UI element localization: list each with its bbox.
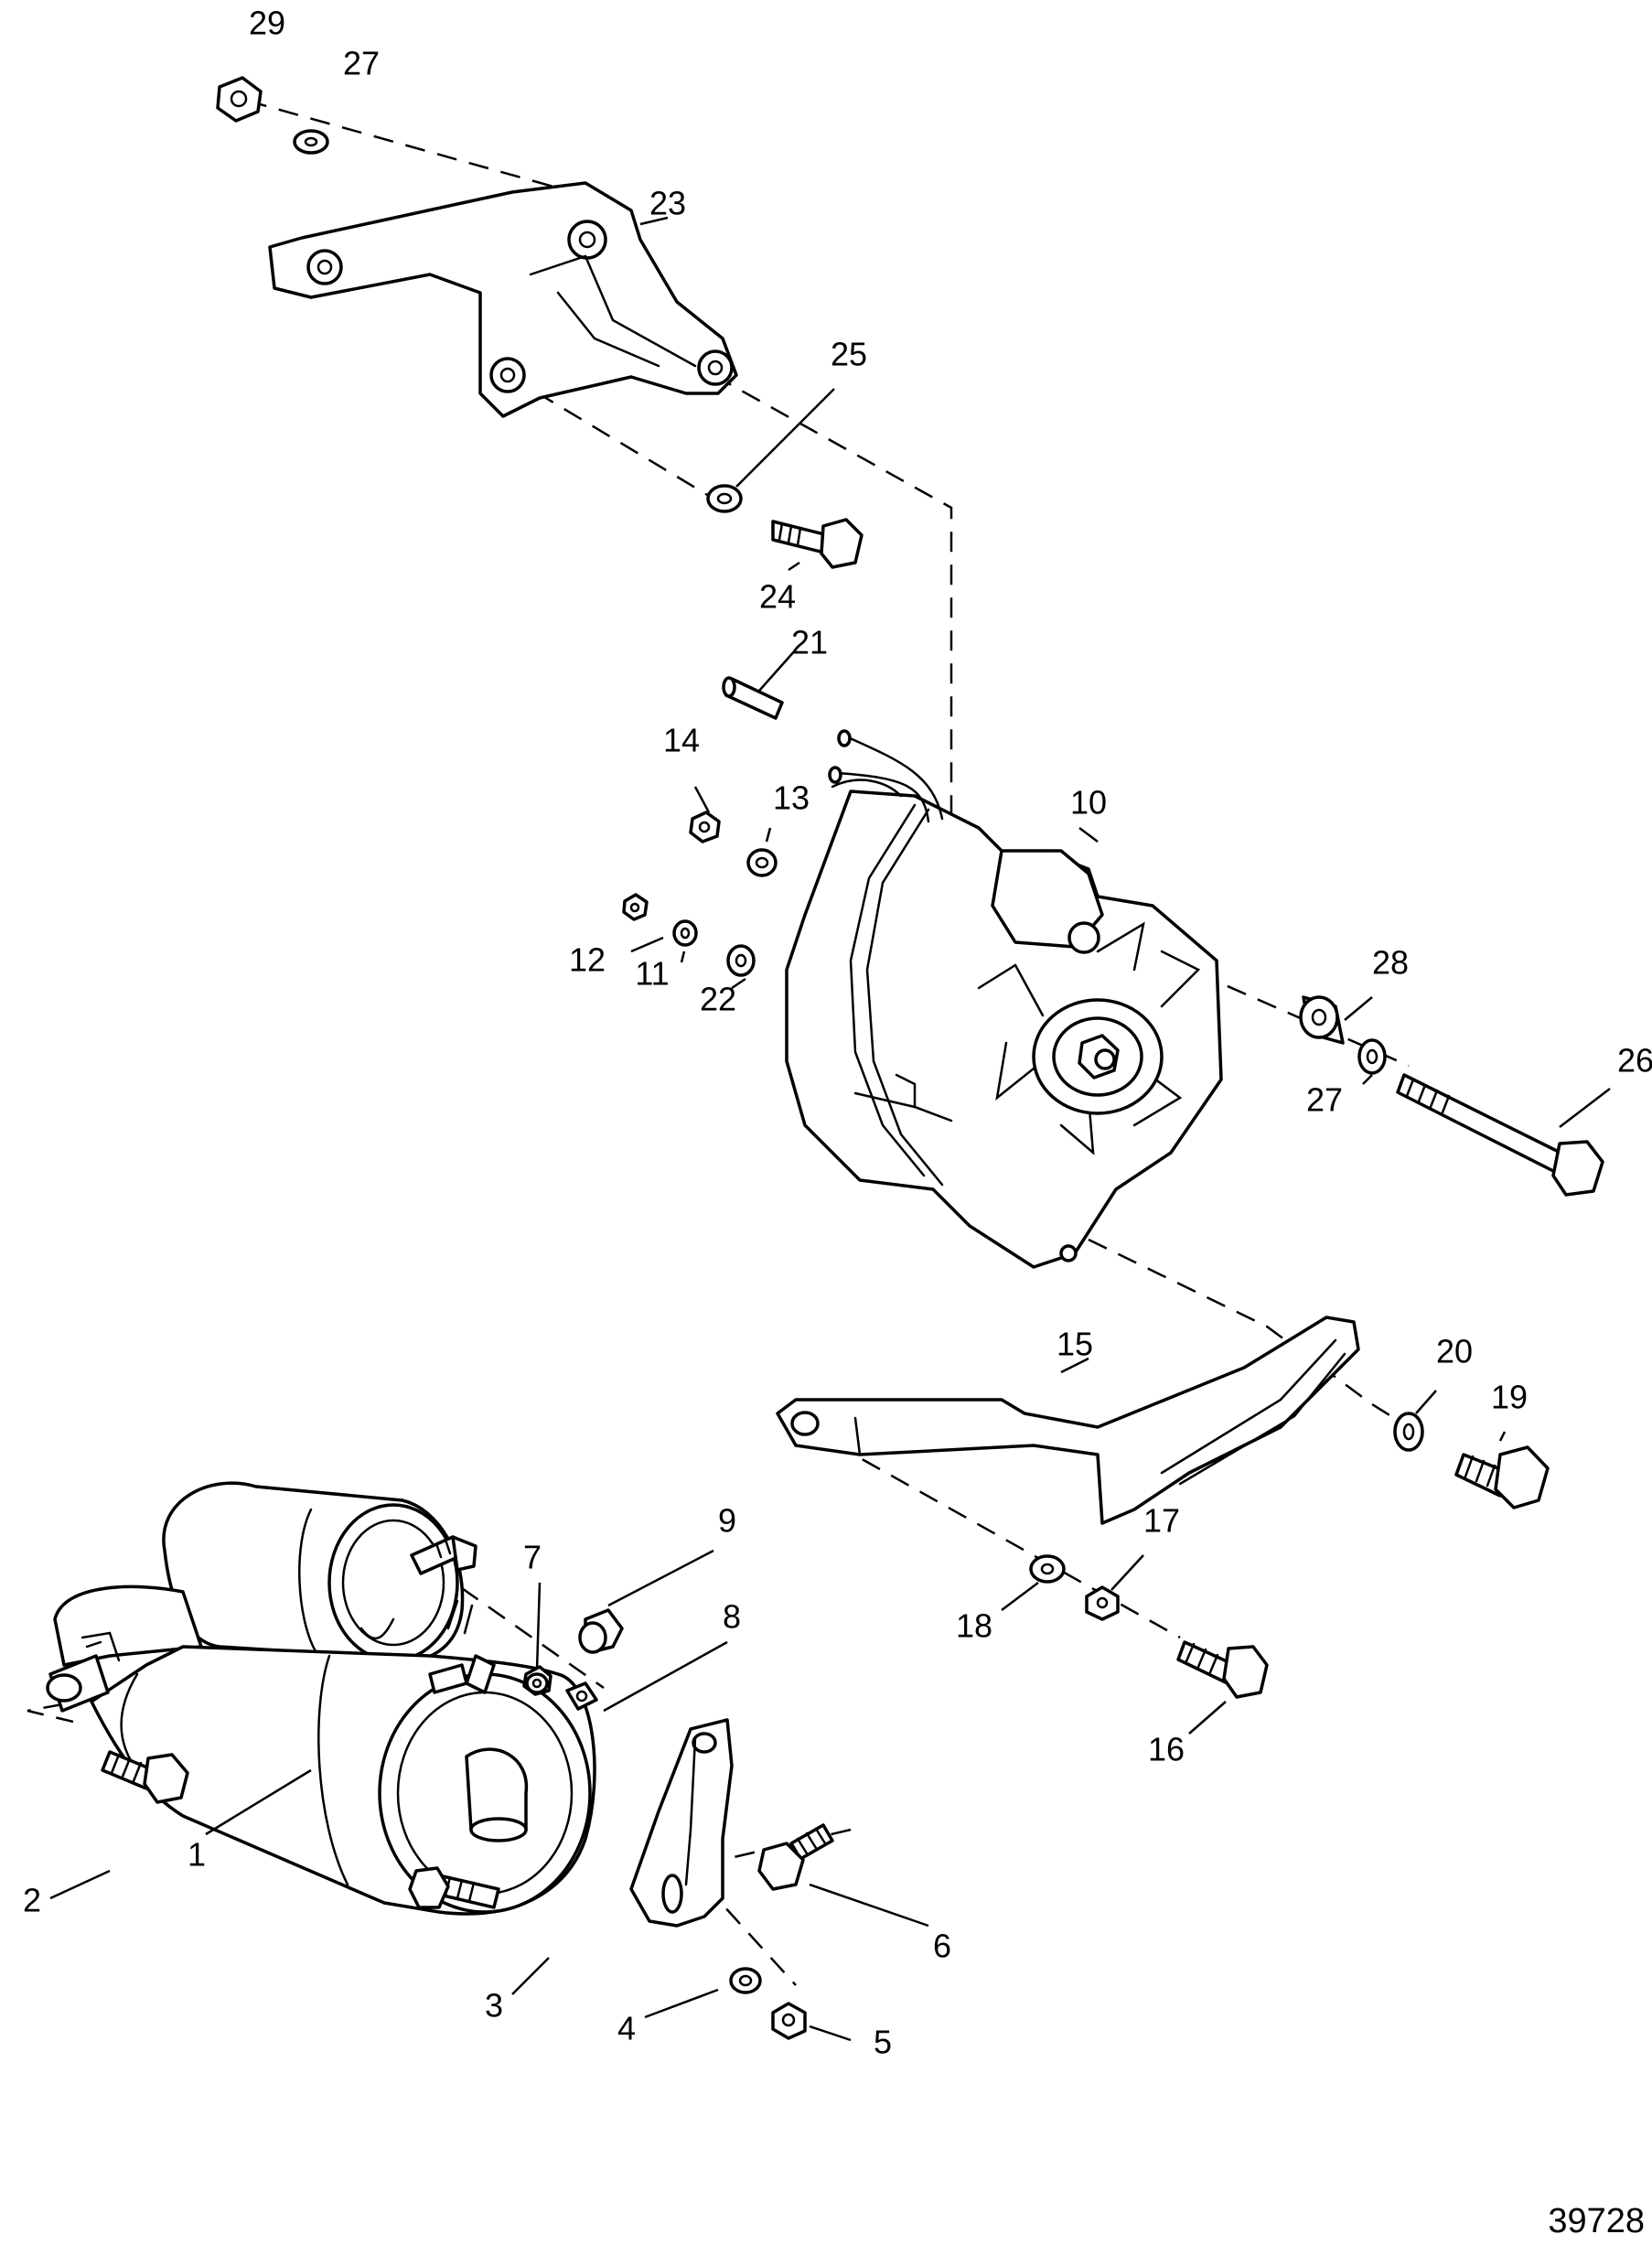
callout-15: 15 xyxy=(1057,1326,1093,1363)
callout-6: 6 xyxy=(933,1928,951,1965)
callout-18: 18 xyxy=(956,1607,992,1645)
washer-13 xyxy=(746,848,778,877)
callout-4: 4 xyxy=(617,2010,636,2047)
adjusting-strap xyxy=(776,1316,1360,1525)
callout-5: 5 xyxy=(874,2024,892,2061)
washer-27-top xyxy=(293,129,329,155)
callout-20: 20 xyxy=(1436,1333,1473,1370)
lock-washer-25 xyxy=(706,484,743,513)
callout-27-right: 27 xyxy=(1306,1081,1343,1119)
alternator xyxy=(785,729,1223,1269)
washer-18 xyxy=(1029,1554,1066,1584)
callout-21: 21 xyxy=(791,624,828,661)
washer-4 xyxy=(729,1967,762,1994)
callout-25: 25 xyxy=(831,336,867,373)
pin-21 xyxy=(722,676,784,720)
washer-20 xyxy=(1393,1412,1424,1452)
nut-12 xyxy=(622,893,649,921)
callout-24: 24 xyxy=(759,578,796,616)
washer-22 xyxy=(726,944,756,977)
callout-2: 2 xyxy=(23,1882,41,1919)
callout-27-top: 27 xyxy=(343,45,380,82)
callout-19: 19 xyxy=(1491,1379,1528,1416)
bolt-24 xyxy=(771,518,864,569)
nut-7 xyxy=(525,1672,549,1694)
callout-16: 16 xyxy=(1148,1731,1185,1768)
washer-11 xyxy=(672,919,698,947)
callout-14: 14 xyxy=(663,722,700,759)
callout-13: 13 xyxy=(773,779,810,817)
terminal-boot-9 xyxy=(578,1608,624,1654)
square-nut-8 xyxy=(565,1681,598,1711)
nut-14 xyxy=(689,811,721,843)
nut-17 xyxy=(1085,1585,1120,1621)
upper-mounting-bracket xyxy=(268,181,738,418)
starter-motor xyxy=(46,1481,596,1916)
callout-labels: 1 2 3 4 5 6 7 8 9 10 11 12 13 14 15 16 1… xyxy=(23,5,1652,2061)
callout-10: 10 xyxy=(1070,784,1107,822)
bolt-2 xyxy=(101,1750,189,1804)
callout-29: 29 xyxy=(249,5,285,42)
callout-17: 17 xyxy=(1143,1502,1180,1540)
bolt-26 xyxy=(1396,1073,1604,1197)
figure-number: 39728 xyxy=(1548,2202,1645,2240)
rear-support-bracket xyxy=(629,1718,734,1928)
callout-28: 28 xyxy=(1372,944,1409,982)
callout-22: 22 xyxy=(700,981,736,1018)
callout-8: 8 xyxy=(723,1598,741,1636)
washer-27-right xyxy=(1357,1038,1387,1075)
bolt-16 xyxy=(1176,1640,1269,1699)
callout-3: 3 xyxy=(485,1987,503,2025)
callout-23: 23 xyxy=(649,185,686,222)
callout-11: 11 xyxy=(635,955,669,993)
bolt-6 xyxy=(757,1823,834,1891)
callout-12: 12 xyxy=(569,941,606,979)
callout-9: 9 xyxy=(718,1502,736,1540)
hex-nut-29 xyxy=(216,76,263,123)
callout-7: 7 xyxy=(523,1539,542,1576)
nut-5 xyxy=(771,2002,807,2040)
leader-lines xyxy=(49,216,1611,2042)
callout-26: 26 xyxy=(1617,1042,1652,1080)
spacer-28 xyxy=(1299,995,1345,1045)
bolt-19 xyxy=(1454,1445,1550,1509)
callout-1: 1 xyxy=(188,1836,206,1874)
